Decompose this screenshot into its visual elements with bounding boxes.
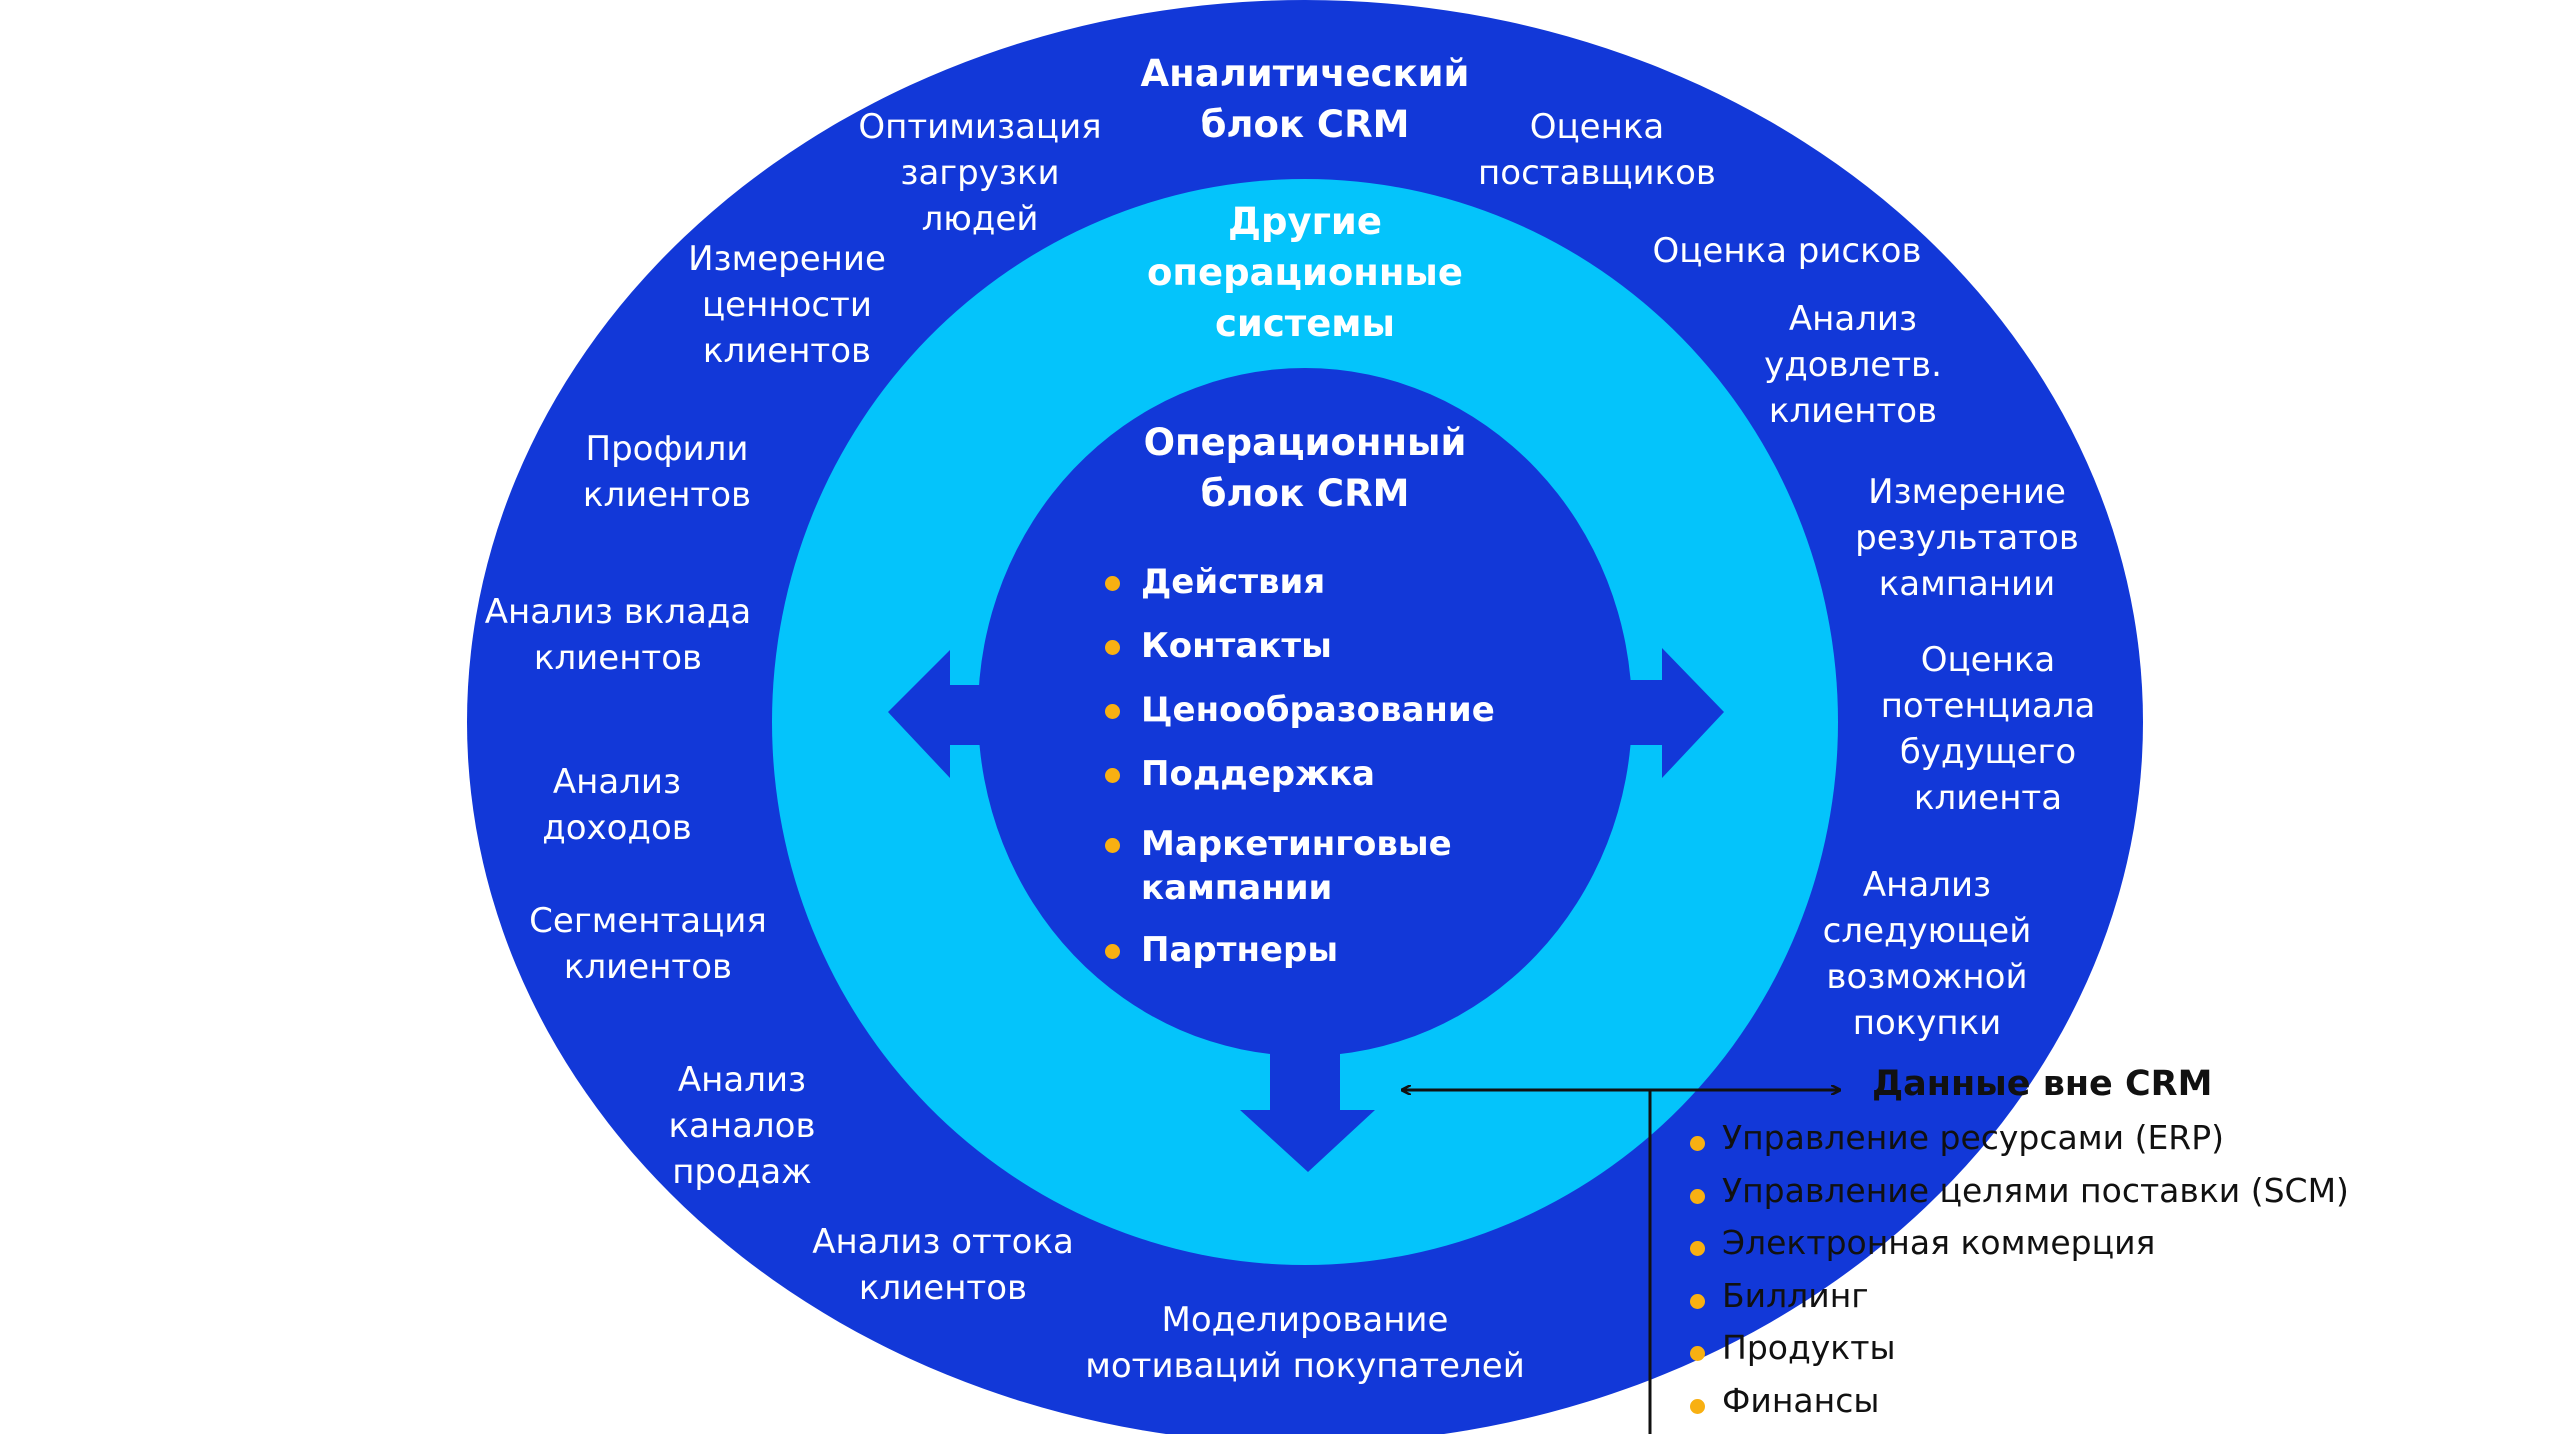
external-item: Управление целями поставки (SCM) [1690,1165,2349,1218]
operational-item-label: Поддержка [1141,754,1375,794]
bullet-dot [1105,704,1120,719]
analytical-item: Анализ удовлетв. клиентов [1764,299,1942,431]
other-operational-title: Другие операционные системы [1147,200,1463,345]
analytical-item: Анализ каналов продаж [668,1060,816,1192]
external-list: Управление ресурсами (ERP) Управление це… [1690,1112,2349,1427]
operational-item: Маркетинговые кампании [1105,822,1495,910]
external-item: Продукты [1690,1322,2349,1375]
bullet-dot [1690,1293,1705,1309]
bullet-dot [1690,1188,1705,1204]
analytical-item: Анализ оттока клиентов [812,1222,1074,1308]
analytical-item: Профили клиентов [582,429,752,515]
operational-item: Контакты [1105,624,1495,668]
operational-title: Операционный блок CRM [1143,421,1467,515]
operational-item-label: Маркетинговые кампании [1141,824,1452,908]
analytical-item: Оценка поставщиков [1478,107,1716,193]
external-item: Финансы [1690,1375,2349,1428]
left-arrow [888,650,1000,778]
operational-item-label: Партнеры [1141,930,1339,970]
operational-item-label: Действия [1141,562,1326,602]
operational-item: Ценообразование [1105,688,1495,732]
operational-item: Партнеры [1105,928,1495,972]
analytical-item: Измерение результатов кампании [1855,472,2079,604]
analytical-item: Оптимизация загрузки людей [858,107,1102,239]
bullet-dot [1105,944,1120,959]
operational-list: Действия Контакты Ценообразование Поддер… [1105,560,1495,972]
external-item-label: Электронная коммерция [1722,1223,2156,1262]
operational-item-label: Ценообразование [1141,690,1495,730]
analytical-item: Анализ следующей возможной покупки [1822,865,2032,1043]
inner-core [978,368,1632,1056]
external-item: Управление ресурсами (ERP) [1690,1112,2349,1165]
operational-item-label: Контакты [1141,626,1332,666]
analytical-item: Оценка потенциала будущего клиента [1880,640,2096,818]
operational-item: Действия [1105,560,1495,604]
external-item-label: Управление ресурсами (ERP) [1722,1118,2225,1157]
bullet-dot [1690,1241,1705,1256]
external-item-label: Биллинг [1722,1275,1869,1315]
bullet-dot [1690,1398,1705,1414]
external-title: Данные вне CRM [1872,1064,2213,1104]
bullet-dot [1105,768,1120,783]
analytical-title: Аналитический блок CRM [1140,52,1470,146]
right-arrow [1610,648,1724,778]
analytical-item: Сегментация клиентов [529,901,767,987]
bullet-dot [1690,1346,1705,1361]
bullet-dot [1690,1136,1705,1151]
external-item: Электронная коммерция [1690,1217,2349,1270]
bullet-dot [1105,576,1120,591]
external-item: Биллинг [1690,1270,2349,1323]
bullet-dot [1105,838,1120,853]
operational-item: Поддержка [1105,752,1495,796]
analytical-item: Анализ доходов [542,762,692,848]
external-item-label: Управление целями поставки (SCM) [1722,1170,2349,1210]
external-item-label: Финансы [1722,1380,1880,1420]
analytical-item: Оценка рисков [1652,231,1922,271]
analytical-item: Анализ вклада клиентов [484,592,752,678]
analytical-item: Измерение ценности клиентов [688,239,886,371]
analytical-item: Моделирование мотиваций покупателей [1085,1300,1525,1386]
bullet-dot [1105,640,1120,655]
external-item-label: Продукты [1722,1328,1896,1367]
